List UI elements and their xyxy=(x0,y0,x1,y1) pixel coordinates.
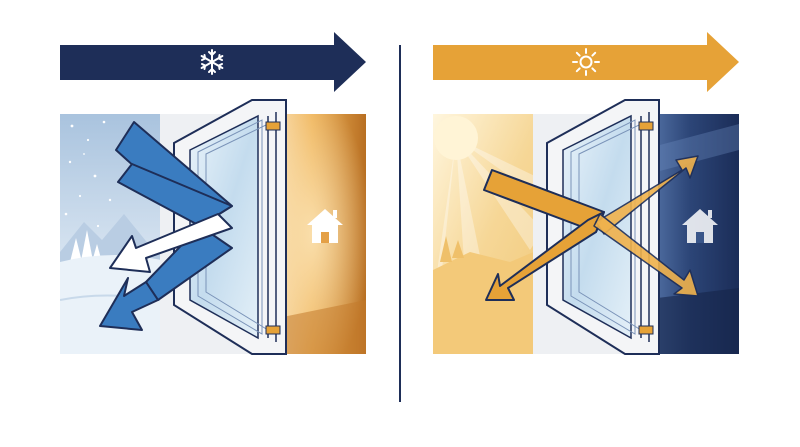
sunny-trees xyxy=(440,236,464,262)
reflected-sunlight-arrow xyxy=(485,211,605,301)
spacer-top xyxy=(638,121,654,131)
winter-arrows xyxy=(99,121,233,331)
snowflake-icon xyxy=(200,49,224,75)
summer-banner xyxy=(433,32,739,92)
house-icon xyxy=(307,209,343,243)
house-icon xyxy=(682,209,718,243)
transmitted-arrow-up xyxy=(595,155,699,235)
sun-icon xyxy=(572,48,600,76)
cold-arrow-head xyxy=(99,277,159,331)
winter-banner xyxy=(60,32,366,92)
reflected-heat-arrow xyxy=(109,213,233,273)
transmitted-arrow-down xyxy=(593,213,699,297)
spacer-top xyxy=(265,121,281,131)
spacer-bottom xyxy=(638,325,654,335)
summer-banner-arrow xyxy=(433,32,739,92)
spacer-bottom xyxy=(265,325,281,335)
summer-arrows xyxy=(483,155,699,301)
sun xyxy=(434,116,478,160)
